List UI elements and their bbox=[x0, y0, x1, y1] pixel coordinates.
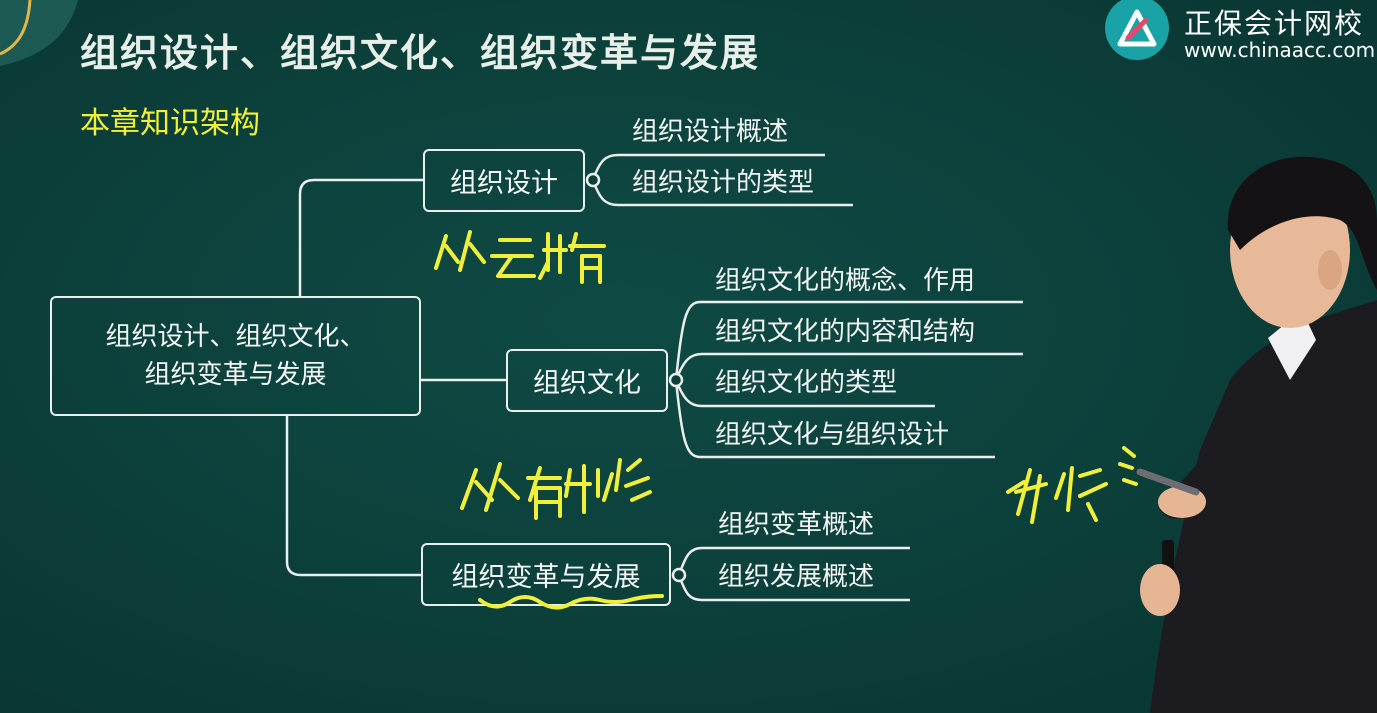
leaf-culture-types: 组织文化的类型 bbox=[715, 368, 898, 398]
root-line-2: 组织变革与发展 bbox=[144, 360, 327, 390]
mindmap-root-node: 组织设计、组织文化、 组织变革与发展 bbox=[50, 296, 421, 416]
leaf-design-overview: 组织设计概述 bbox=[632, 117, 789, 147]
leaf-culture-content: 组织文化的内容和结构 bbox=[715, 317, 976, 347]
brand-logo: 正保会计网校 www.chinaacc.com bbox=[1100, 0, 1377, 68]
branch-node-org-culture: 组织文化 bbox=[506, 349, 668, 412]
page-title: 组织设计、组织文化、组织变革与发展 bbox=[80, 31, 761, 75]
connector-culture-children bbox=[674, 300, 1023, 459]
chapter-subtitle: 本章知识架构 bbox=[80, 106, 260, 141]
node-dot-change bbox=[671, 567, 687, 583]
leaf-culture-concept: 组织文化的概念、作用 bbox=[715, 266, 976, 296]
branch-node-org-change: 组织变革与发展 bbox=[421, 543, 671, 606]
branch-node-org-design: 组织设计 bbox=[423, 149, 585, 212]
connector-root-to-design bbox=[298, 178, 423, 296]
root-line-1: 组织设计、组织文化、 bbox=[105, 322, 366, 352]
node-dot-culture bbox=[668, 372, 684, 388]
connector-root-to-change bbox=[285, 416, 421, 577]
chinaacc-logo-icon bbox=[1105, 0, 1169, 60]
node-dot-design bbox=[585, 172, 601, 188]
presenter-figure bbox=[1136, 156, 1377, 713]
leaf-design-types: 组织设计的类型 bbox=[632, 168, 815, 198]
corner-decoration bbox=[0, 0, 78, 66]
brand-name: 正保会计网校 bbox=[1184, 7, 1365, 40]
brand-url: www.chinaacc.com bbox=[1184, 38, 1376, 62]
leaf-development-overview: 组织发展概述 bbox=[718, 562, 875, 592]
leaf-change-overview: 组织变革概述 bbox=[718, 510, 875, 540]
leaf-culture-and-design: 组织文化与组织设计 bbox=[715, 420, 950, 450]
